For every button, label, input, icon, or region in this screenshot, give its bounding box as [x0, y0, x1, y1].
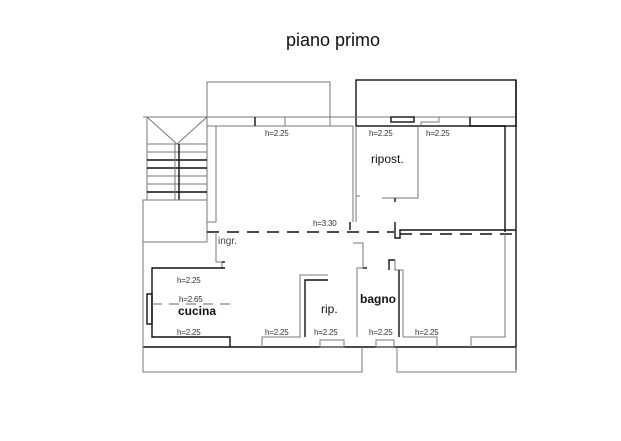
- height-right-room: h=2.25: [426, 129, 450, 138]
- bagno-walls: [353, 242, 404, 348]
- room-label-ripostiglio: ripost.: [371, 152, 404, 166]
- living-wall-left: [207, 125, 255, 223]
- balcony-top-right: [355, 79, 517, 127]
- plan-title: piano primo: [0, 30, 621, 51]
- ripostiglio-walls: [355, 116, 506, 232]
- height-bagno: h=2.25: [369, 328, 393, 337]
- room-label-ingresso: ingr.: [218, 236, 237, 247]
- staircase: [142, 116, 208, 243]
- height-hall-bottom: h=2.25: [265, 328, 289, 337]
- height-living: h=2.25: [265, 129, 289, 138]
- height-cucina-mid: h=2.65: [179, 295, 203, 304]
- height-cucina-bottom: h=2.25: [177, 328, 201, 337]
- living-wall-right: [284, 117, 354, 222]
- balcony-bottom-right: [396, 347, 517, 373]
- room-label-rip: rip.: [321, 302, 338, 316]
- rip-window: [319, 339, 345, 348]
- room-label-cucina: cucina: [178, 304, 217, 318]
- height-ripost: h=2.25: [369, 129, 393, 138]
- plan-title-text: piano primo: [285, 30, 381, 50]
- room-label-bagno: bagno: [360, 292, 396, 306]
- balcony-top-left: [206, 81, 331, 127]
- height-cucina-top: h=2.25: [177, 276, 201, 285]
- balcony-bottom-left: [142, 347, 363, 373]
- cucina-window: [146, 293, 153, 325]
- height-rip: h=2.25: [314, 328, 338, 337]
- height-right-bottom: h=2.25: [415, 328, 439, 337]
- cucina-walls: [151, 267, 231, 347]
- height-corridor: h=3.30: [313, 219, 337, 228]
